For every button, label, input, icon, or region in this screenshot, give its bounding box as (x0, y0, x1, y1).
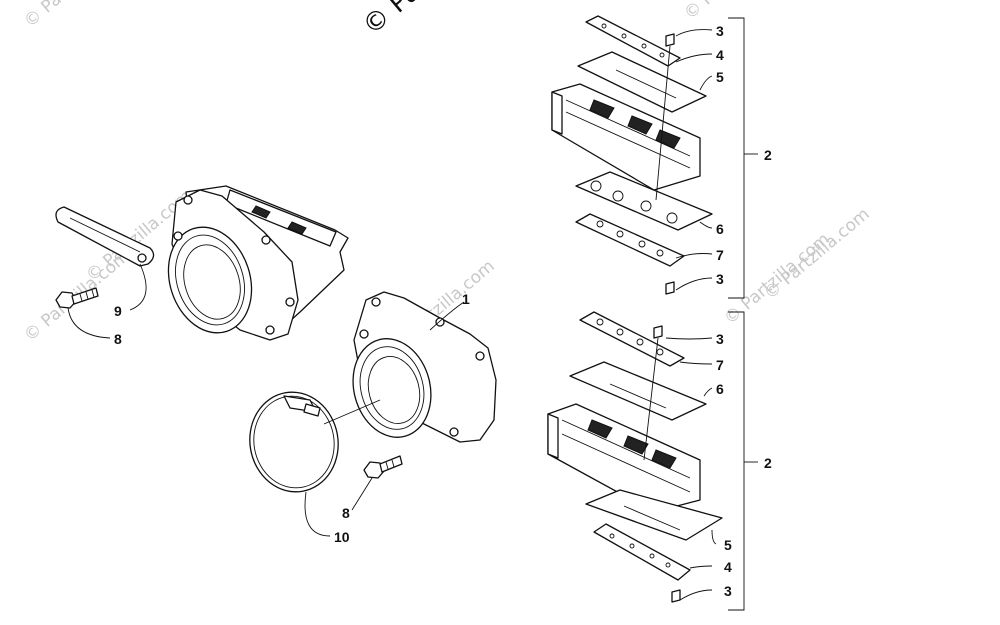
leader-lines-left (67, 263, 465, 537)
bracket-2 (728, 17, 758, 611)
watermark-top-right: © Partzilla.com (680, 0, 793, 24)
callout-9: 9 (114, 303, 122, 319)
throttle-body-front (352, 291, 497, 443)
callout-7-bottom: 7 (716, 357, 724, 373)
callout-8-left: 8 (114, 331, 122, 347)
bolt-bottom (363, 455, 403, 479)
callout-1: 1 (462, 291, 470, 307)
watermark-top: © Pa (357, 0, 426, 41)
callout-3-c: 3 (716, 331, 724, 347)
callout-5-top: 5 (716, 69, 724, 85)
reed-valve-assembly-top (551, 15, 713, 295)
callout-2-bottom: 2 (764, 455, 772, 471)
callout-4-top: 4 (716, 47, 724, 63)
callout-7-top: 7 (716, 247, 724, 263)
callout-3-a: 3 (716, 23, 724, 39)
watermark-right: © Partzilla.com (760, 204, 873, 304)
reed-valve-assembly-bottom (547, 311, 723, 603)
rear-housing (167, 185, 349, 341)
callout-8-bottom: 8 (342, 505, 350, 521)
strap-bracket (55, 206, 155, 267)
bolt-left (55, 287, 99, 309)
callout-3-d: 3 (724, 583, 732, 599)
leader-lines-right (665, 29, 717, 601)
hose-clamp (249, 391, 339, 493)
callout-6-bottom: 6 (716, 381, 724, 397)
callout-6-top: 6 (716, 221, 724, 237)
watermark-corner: © Partzilla.com (20, 0, 133, 32)
callout-3-b: 3 (716, 271, 724, 287)
callouts: 1 2 2 3 3 3 3 4 4 5 5 6 6 7 7 8 8 9 10 (114, 23, 772, 599)
callout-10: 10 (334, 529, 350, 545)
callout-2-top: 2 (764, 147, 772, 163)
callout-5-bottom: 5 (724, 537, 732, 553)
callout-4-bottom: 4 (724, 559, 732, 575)
